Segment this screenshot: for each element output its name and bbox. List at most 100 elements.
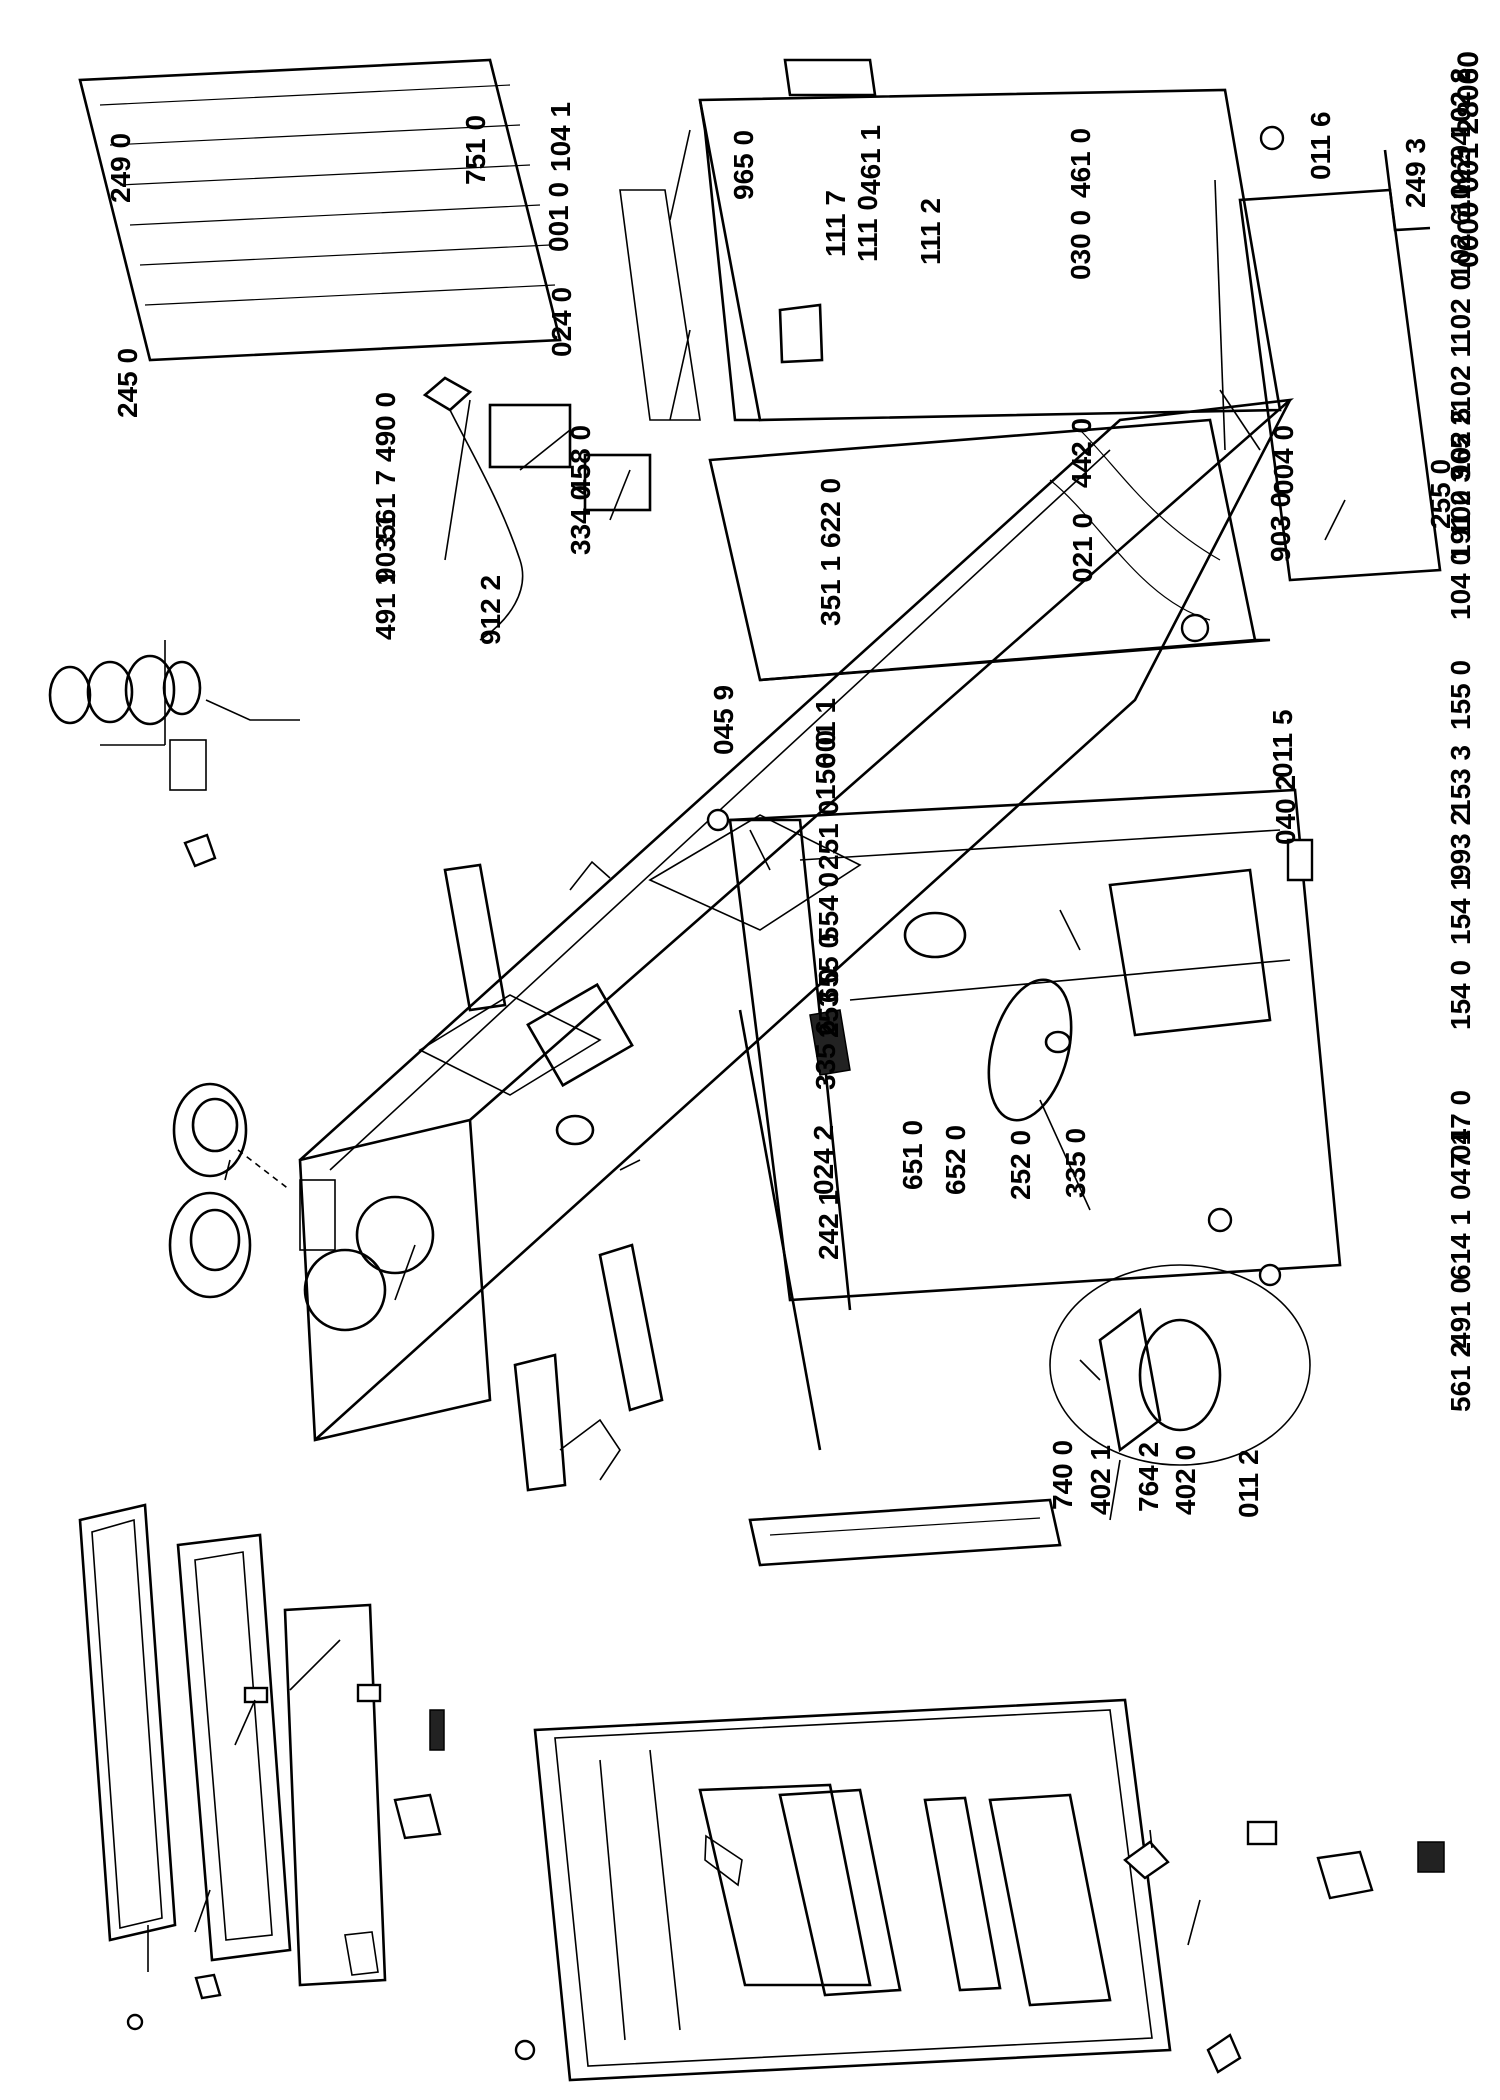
part-label: 154 0 bbox=[1445, 960, 1476, 1030]
part-label: 965 2 bbox=[1445, 410, 1476, 480]
part-label: 111 2 bbox=[915, 198, 946, 265]
screw-icon bbox=[706, 808, 730, 832]
part-label: 155 0 bbox=[1445, 660, 1476, 730]
glass-shelf bbox=[1238, 188, 1442, 582]
diagram-linework bbox=[48, 58, 1445, 2082]
control-panel bbox=[299, 1179, 336, 1251]
cooktop bbox=[298, 398, 1294, 1442]
part-icon bbox=[1316, 1850, 1374, 1900]
compressor bbox=[1049, 1264, 1311, 1466]
part-label: 030 0 bbox=[1065, 210, 1096, 280]
part-label: 751 0 bbox=[460, 115, 491, 185]
part-label: 047 0 bbox=[1445, 1090, 1476, 1160]
part-label: 001 0 bbox=[543, 182, 574, 252]
part-label: 351 1 bbox=[815, 556, 846, 626]
part-label: 011 6 bbox=[1305, 111, 1336, 180]
part-label: 442 0 bbox=[1066, 418, 1097, 488]
part-label: 102 3 bbox=[1445, 467, 1476, 537]
part-label: 045 9 bbox=[708, 685, 739, 755]
wire-shelf bbox=[78, 58, 562, 362]
part-label: 655 0 bbox=[813, 933, 844, 1003]
part-label: 253 0 bbox=[813, 968, 844, 1038]
part-label: 102 8 bbox=[1445, 68, 1476, 138]
part-label: 652 0 bbox=[940, 1125, 971, 1195]
part-label: 912 2 bbox=[475, 575, 506, 645]
part-label: 764 2 bbox=[1133, 1442, 1164, 1512]
lamp-assembly bbox=[513, 1353, 621, 1492]
part-label: 461 1 bbox=[855, 125, 886, 195]
part-label: 047 1 bbox=[1445, 1130, 1476, 1200]
part-label: 252 0 bbox=[1005, 1130, 1036, 1200]
part-label: 561 7 bbox=[370, 470, 401, 540]
part-label: 490 0 bbox=[370, 392, 401, 462]
part-label: 249 3 bbox=[1400, 138, 1431, 208]
part-label: 104 1 bbox=[545, 102, 576, 172]
hinge-part-icon bbox=[243, 1686, 269, 1704]
fridge-cabinet bbox=[728, 788, 1342, 1311]
part-label: 102 2 bbox=[1445, 68, 1476, 138]
hinge-part-icon bbox=[356, 1683, 382, 1703]
foot-icon bbox=[1259, 125, 1285, 151]
part-label: 102 5 bbox=[1445, 408, 1476, 478]
document-reference: 0000 001 28060 bbox=[1452, 51, 1485, 268]
power-cord bbox=[422, 376, 524, 641]
part-label: 153 3 bbox=[1445, 745, 1476, 815]
part-label: 903 0 bbox=[1265, 492, 1296, 562]
panel-458 bbox=[443, 863, 507, 1012]
door-gasket bbox=[78, 1503, 177, 1942]
condenser-coils bbox=[769, 1517, 1041, 1536]
part-label: 491 0 bbox=[1445, 1278, 1476, 1348]
part-label: 903 1 bbox=[370, 513, 401, 583]
clip-icon bbox=[194, 1973, 222, 2000]
part-label: 255 0 bbox=[1425, 459, 1456, 529]
part-label: 554 0 bbox=[813, 872, 844, 942]
relay-box bbox=[488, 403, 572, 469]
part-label: 561 2 bbox=[1445, 1342, 1476, 1412]
part-label: 102 6 bbox=[1445, 210, 1476, 280]
door-frame bbox=[176, 1533, 292, 1962]
part-label: 004 0 bbox=[1268, 425, 1299, 495]
foot-icon bbox=[1258, 1263, 1282, 1287]
upper-cabinet bbox=[619, 58, 1282, 422]
door-handle bbox=[598, 1243, 664, 1412]
part-label: 154 1 bbox=[1445, 875, 1476, 945]
capacitor-box bbox=[583, 453, 652, 512]
part-label: 402 1 bbox=[1085, 1445, 1116, 1515]
shelf-trim bbox=[1383, 149, 1431, 232]
part-label: 622 0 bbox=[815, 478, 846, 548]
lower-cabinet bbox=[708, 418, 1271, 682]
part-label: 402 0 bbox=[1170, 1445, 1201, 1515]
part-label: 021 0 bbox=[1067, 513, 1098, 583]
part-label: 249 0 bbox=[105, 133, 136, 203]
part-label: 334 0 bbox=[565, 485, 596, 555]
part-label: 491 1 bbox=[370, 570, 401, 640]
part-label: 024 2 bbox=[808, 1125, 839, 1195]
strip-part-icon bbox=[429, 1709, 445, 1751]
cover-part-icon bbox=[393, 1793, 442, 1840]
part-label: 993 2 bbox=[1445, 810, 1476, 880]
screw-icon bbox=[126, 2013, 144, 2031]
part-label: 965 0 bbox=[728, 130, 759, 200]
part-label: 461 0 bbox=[1065, 128, 1096, 198]
part-label: 001 1 bbox=[810, 698, 841, 768]
part-label: 740 0 bbox=[1047, 1440, 1078, 1510]
part-label: 111 7 bbox=[820, 190, 851, 257]
part-label: 242 1 bbox=[813, 1190, 844, 1260]
burners bbox=[168, 1082, 291, 1299]
door-assembly bbox=[533, 1698, 1172, 2082]
burner-stack bbox=[48, 654, 300, 791]
part-label: 040 2 bbox=[1270, 775, 1301, 845]
screw-icon bbox=[619, 1159, 641, 1171]
part-label: 245 0 bbox=[112, 348, 143, 418]
hinge-icon bbox=[1286, 838, 1314, 882]
part-icon bbox=[1246, 1820, 1278, 1846]
foot-icon bbox=[1180, 613, 1210, 643]
part-label: 335 0 bbox=[1060, 1128, 1091, 1198]
condenser bbox=[748, 1498, 1062, 1567]
part-label: 024 0 bbox=[546, 287, 577, 357]
part-label: 104 0 bbox=[1445, 550, 1476, 620]
part-label: 458 0 bbox=[565, 425, 596, 495]
part-label: 111 0 bbox=[852, 195, 883, 262]
part-label: 011 2 bbox=[1233, 1449, 1264, 1518]
